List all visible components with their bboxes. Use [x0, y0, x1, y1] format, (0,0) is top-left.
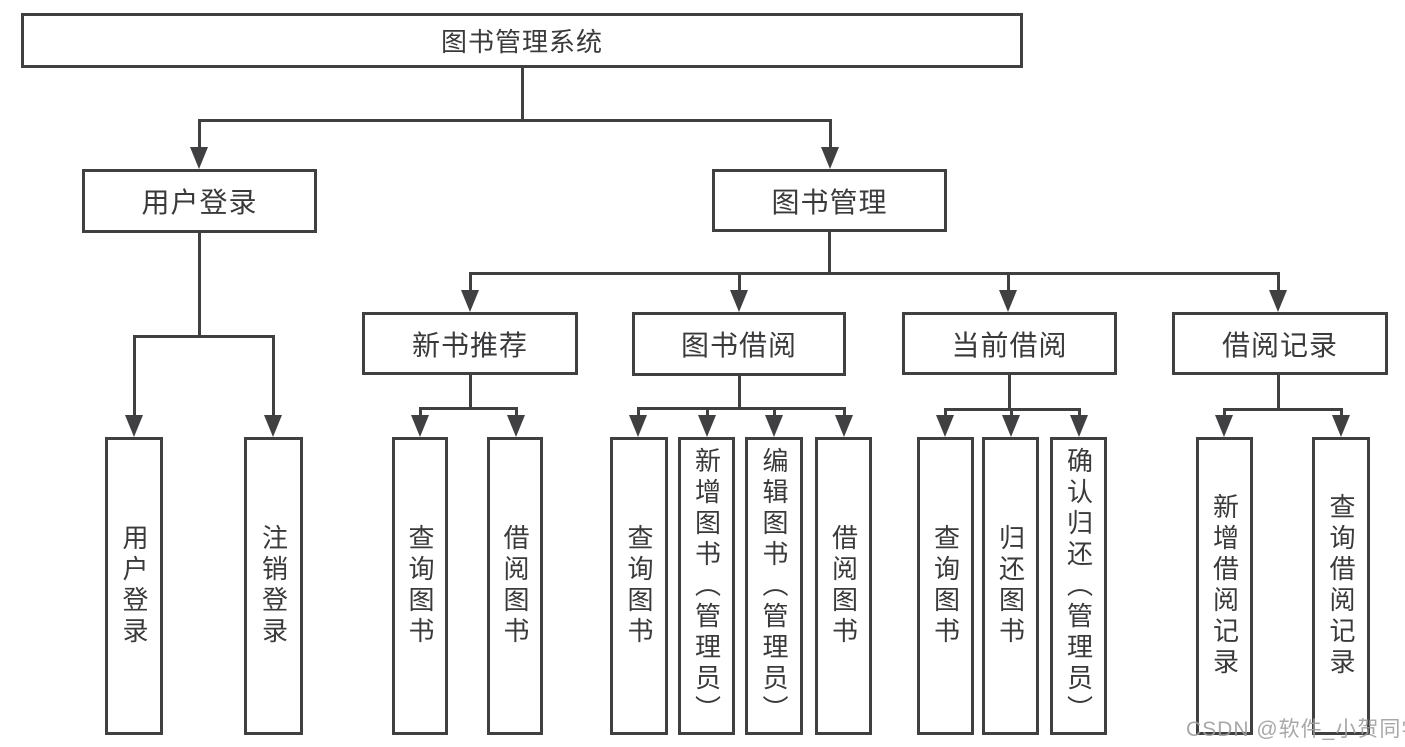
connector-line [1277, 375, 1280, 410]
connector-line [637, 407, 845, 410]
node-borrow-records-label: 借阅记录 [1221, 329, 1338, 361]
node-book-management: 图书管理 [712, 169, 947, 232]
leaf-user-login-label: 用户登录 [119, 524, 149, 648]
node-library-management-system: 图书管理系统 [21, 13, 1023, 68]
connector-line [1010, 408, 1013, 419]
leaf-borrow-books-recommend: 借阅图书 [487, 437, 543, 735]
leaf-add-borrow-record-label: 新增借阅记录 [1209, 493, 1240, 679]
connector-line [133, 335, 136, 419]
node-book-borrow-label: 图书借阅 [680, 330, 797, 361]
leaf-query-borrow-record: 查询借阅记录 [1312, 437, 1370, 735]
arrowhead-icon [507, 415, 525, 437]
connector-line [1277, 272, 1280, 294]
connector-line [198, 119, 201, 151]
node-borrow-records: 借阅记录 [1172, 312, 1388, 375]
node-book-management-label: 图书管理 [771, 186, 888, 218]
connector-line [1008, 375, 1011, 410]
arrowhead-icon [765, 415, 783, 437]
connector-line [944, 408, 947, 419]
arrowhead-icon [1332, 415, 1350, 437]
leaf-edit-book-admin-label: 编辑图书（管理员） [759, 446, 789, 726]
connector-line [1223, 408, 1226, 419]
connector-line [1340, 408, 1343, 419]
leaf-borrow-books: 借阅图书 [815, 437, 872, 735]
connector-line [706, 407, 709, 419]
arrowhead-icon [1002, 415, 1020, 437]
leaf-confirm-return-admin-label: 确认归还（管理员） [1063, 446, 1094, 726]
arrowhead-icon [936, 415, 954, 437]
connector-line [515, 407, 518, 419]
arrowhead-icon [190, 147, 208, 169]
leaf-return-book-label: 归还图书 [995, 524, 1026, 648]
node-current-borrow-label: 当前借阅 [951, 329, 1068, 361]
connector-line [469, 272, 472, 294]
leaf-user-login: 用户登录 [105, 437, 163, 735]
connector-line [1007, 272, 1010, 294]
arrowhead-icon [730, 290, 748, 312]
node-library-management-system-label: 图书管理系统 [440, 27, 603, 57]
connector-line [1078, 408, 1081, 419]
connector-line [521, 68, 524, 121]
leaf-query-books-current-label: 查询图书 [930, 524, 961, 648]
arrowhead-icon [125, 415, 143, 437]
connector-line [419, 407, 517, 410]
leaf-add-borrow-record: 新增借阅记录 [1196, 437, 1253, 735]
leaf-query-books-recommend: 查询图书 [392, 437, 448, 735]
connector-line [133, 335, 274, 338]
connector-line [829, 119, 832, 151]
arrowhead-icon [411, 415, 429, 437]
connector-line [198, 233, 201, 337]
node-user-login-label: 用户登录 [141, 187, 258, 218]
leaf-return-book: 归还图书 [982, 437, 1039, 735]
arrowhead-icon [999, 290, 1017, 312]
leaf-confirm-return-admin: 确认归还（管理员） [1050, 437, 1107, 735]
leaf-query-books-borrow: 查询图书 [610, 437, 668, 735]
arrowhead-icon [698, 415, 716, 437]
arrowhead-icon [264, 415, 282, 437]
arrowhead-icon [461, 290, 479, 312]
watermark-text: CSDN @软件_小贺同学 [1186, 718, 1405, 741]
arrowhead-icon [1269, 290, 1287, 312]
leaf-borrow-books-label: 借阅图书 [828, 524, 859, 648]
arrowhead-icon [1070, 415, 1088, 437]
connector-line [469, 272, 1279, 275]
connector-line [637, 407, 640, 419]
leaf-logout-label: 注销登录 [258, 524, 289, 648]
node-new-book-recommend-label: 新书推荐 [411, 329, 528, 361]
leaf-query-books-current: 查询图书 [917, 437, 974, 735]
node-book-borrow: 图书借阅 [632, 312, 846, 376]
node-user-login: 用户登录 [82, 169, 317, 233]
connector-line [419, 407, 422, 419]
connector-line [843, 407, 846, 419]
connector-line [272, 335, 275, 419]
leaf-borrow-books-recommend-label: 借阅图书 [500, 524, 530, 648]
connector-line [1223, 408, 1342, 411]
connector-line [198, 119, 831, 122]
connector-line [828, 232, 831, 274]
node-new-book-recommend: 新书推荐 [362, 312, 578, 375]
connector-line [738, 272, 741, 294]
arrowhead-icon [835, 415, 853, 437]
leaf-add-book-admin-label: 新增图书（管理员） [691, 446, 722, 726]
connector-line [738, 376, 741, 409]
leaf-add-book-admin: 新增图书（管理员） [678, 437, 735, 735]
arrowhead-icon [821, 147, 839, 169]
leaf-logout: 注销登录 [244, 437, 303, 735]
leaf-query-books-recommend-label: 查询图书 [405, 524, 435, 648]
arrowhead-icon [629, 415, 647, 437]
connector-line [773, 407, 776, 419]
leaf-edit-book-admin: 编辑图书（管理员） [745, 437, 803, 735]
arrowhead-icon [1215, 415, 1233, 437]
node-current-borrow: 当前借阅 [902, 312, 1117, 375]
leaf-query-borrow-record-label: 查询借阅记录 [1326, 493, 1356, 679]
connector-line [469, 375, 472, 409]
leaf-query-books-borrow-label: 查询图书 [624, 524, 654, 648]
